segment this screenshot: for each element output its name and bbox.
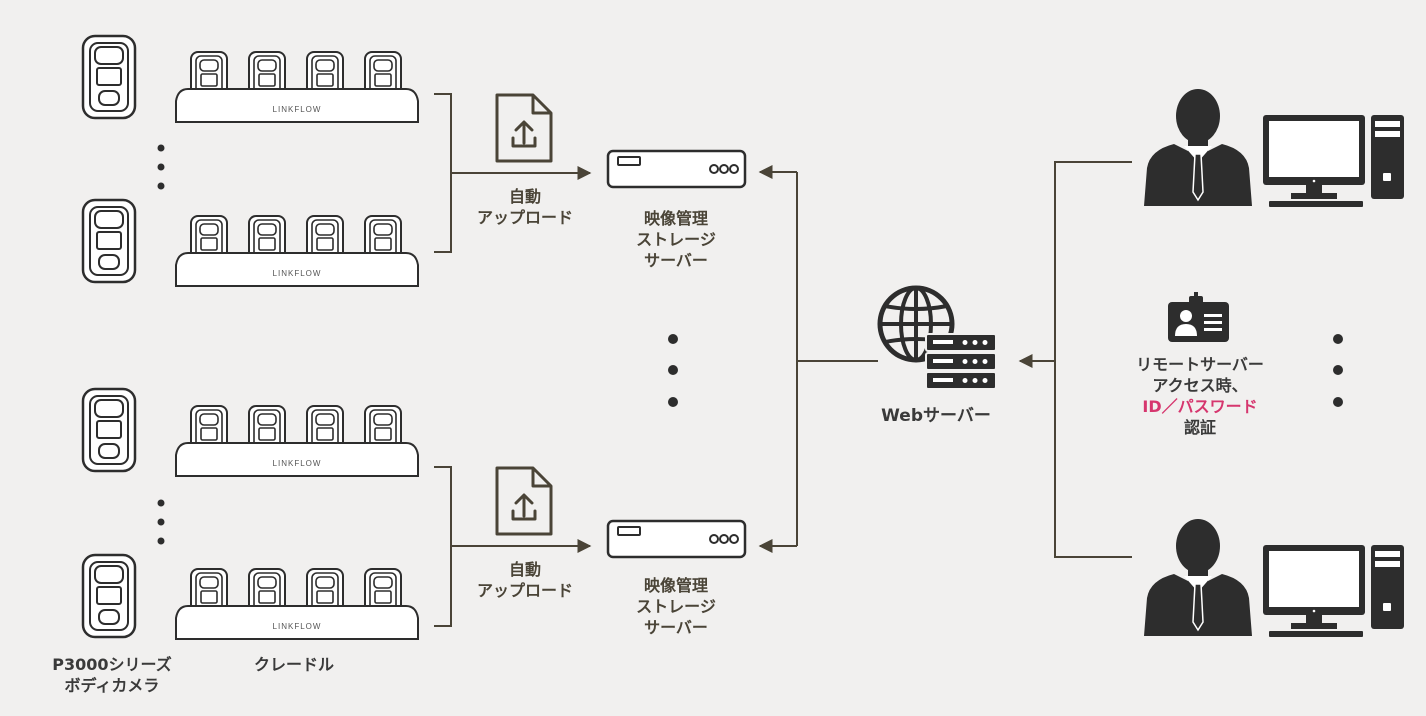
storage-server-icon xyxy=(606,519,747,559)
storage-server-label: 映像管理 ストレージ サーバー xyxy=(636,576,716,637)
auto-upload-label: 自動 アップロード xyxy=(476,187,573,227)
auto-upload-label: 自動 アップロード xyxy=(476,560,573,600)
camera-caption: P3000シリーズ ボディカメラ xyxy=(52,655,172,695)
cradle-brand: LINKFLOW xyxy=(273,105,322,114)
desktop-pc-icon xyxy=(1263,115,1404,207)
desktop-pc-icon xyxy=(1263,545,1404,637)
auth-note-line: 認証 xyxy=(1183,418,1216,437)
businessman-icon xyxy=(1143,88,1253,207)
cradle-brand: LINKFLOW xyxy=(273,269,322,278)
upload-file-icon xyxy=(495,93,553,163)
web-storage-connectors xyxy=(758,165,878,553)
businessman-icon xyxy=(1143,518,1253,637)
body-camera-icon xyxy=(81,34,137,120)
ellipsis-dots xyxy=(668,334,678,407)
ellipsis-dots xyxy=(1333,334,1343,407)
cradle-caption: クレードル xyxy=(253,655,334,674)
body-camera-icon xyxy=(81,387,137,473)
auth-note: リモートサーバー アクセス時、 ID／パスワード 認証 xyxy=(1110,354,1290,438)
auth-note-line: リモートサーバー xyxy=(1136,355,1264,374)
storage-server-label: 映像管理 ストレージ サーバー xyxy=(636,209,716,270)
cradle-brand: LINKFLOW xyxy=(273,622,322,631)
ellipsis-dots xyxy=(157,144,165,545)
storage-server-icon xyxy=(606,149,747,189)
client-connectors xyxy=(1018,161,1132,558)
auth-note-highlight: ID／パスワード xyxy=(1142,397,1258,416)
body-camera-icon xyxy=(81,553,137,639)
cradle-brand: LINKFLOW xyxy=(273,459,322,468)
body-camera-icon xyxy=(81,198,137,284)
id-card-icon xyxy=(1168,292,1229,342)
auth-note-line: アクセス時、 xyxy=(1152,376,1248,395)
upload-connectors xyxy=(434,93,592,627)
web-server-icon xyxy=(877,285,997,390)
web-server-label: Webサーバー xyxy=(881,406,991,426)
upload-file-icon xyxy=(495,466,553,536)
